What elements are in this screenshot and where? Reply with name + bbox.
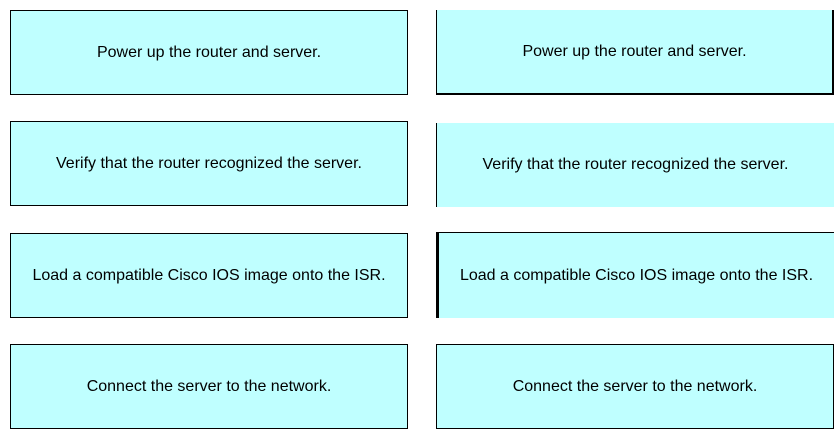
source-step-label: Connect the server to the network. (86, 377, 332, 395)
target-step-slot[interactable]: Connect the server to the network. (436, 344, 834, 429)
target-step-label: Verify that the router recognized the se… (482, 156, 789, 173)
source-step-box[interactable]: Verify that the router recognized the se… (10, 121, 408, 206)
source-step-label: Power up the router and server. (96, 43, 322, 61)
target-step-slot[interactable]: Power up the router and server. (436, 10, 834, 95)
source-step-label: Load a compatible Cisco IOS image onto t… (32, 266, 386, 284)
target-step-label: Load a compatible Cisco IOS image onto t… (459, 266, 814, 284)
target-step-label: Connect the server to the network. (512, 377, 758, 395)
source-step-box[interactable]: Connect the server to the network. (10, 344, 408, 429)
source-step-box[interactable]: Load a compatible Cisco IOS image onto t… (10, 233, 408, 318)
target-step-label: Power up the router and server. (522, 42, 747, 60)
source-step-box[interactable]: Power up the router and server. (10, 10, 408, 95)
source-step-label: Verify that the router recognized the se… (56, 154, 362, 172)
target-step-slot[interactable]: Verify that the router recognized the se… (436, 123, 834, 207)
target-step-slot[interactable]: Load a compatible Cisco IOS image onto t… (436, 232, 834, 318)
